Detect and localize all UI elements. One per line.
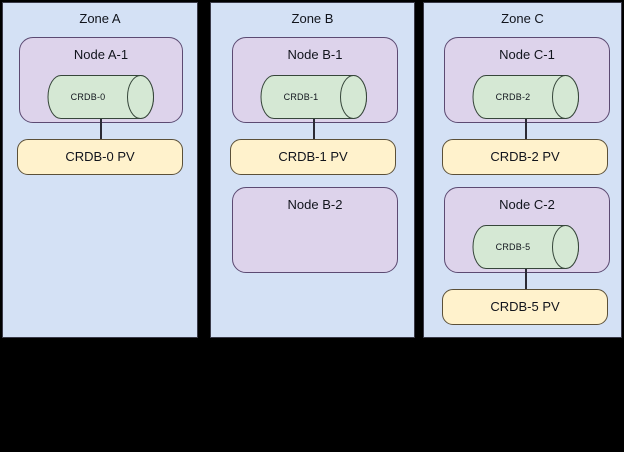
node-title: Node A-1 [73, 47, 129, 62]
connector-line [525, 269, 527, 289]
connector-line [525, 119, 527, 139]
volume-box-crdb-0-pv: CRDB-0 PV [17, 139, 183, 175]
connector-line [313, 119, 315, 139]
zone-title: Zone B [291, 11, 334, 26]
node-box-node-b-2: Node B-2 [232, 187, 398, 273]
zone-title: Zone A [79, 11, 121, 26]
node-title: Node C-2 [499, 197, 555, 212]
volume-box-crdb-2-pv: CRDB-2 PV [442, 139, 608, 175]
database-cylinder-crdb-2: CRDB-2 [472, 75, 579, 119]
database-cylinder-crdb-5: CRDB-5 [472, 225, 579, 269]
volume-label: CRDB-0 PV [65, 149, 135, 164]
volume-label: CRDB-5 PV [490, 299, 560, 314]
volume-label: CRDB-2 PV [490, 149, 560, 164]
volume-box-crdb-1-pv: CRDB-1 PV [230, 139, 396, 175]
database-cylinder-crdb-1: CRDB-1 [260, 75, 367, 119]
connector-line [100, 119, 102, 139]
node-title: Node B-2 [287, 197, 343, 212]
node-title: Node C-1 [499, 47, 555, 62]
node-title: Node B-1 [287, 47, 343, 62]
database-cylinder-crdb-0: CRDB-0 [47, 75, 154, 119]
volume-box-crdb-5-pv: CRDB-5 PV [442, 289, 608, 325]
zone-title: Zone C [501, 11, 544, 26]
volume-label: CRDB-1 PV [278, 149, 348, 164]
